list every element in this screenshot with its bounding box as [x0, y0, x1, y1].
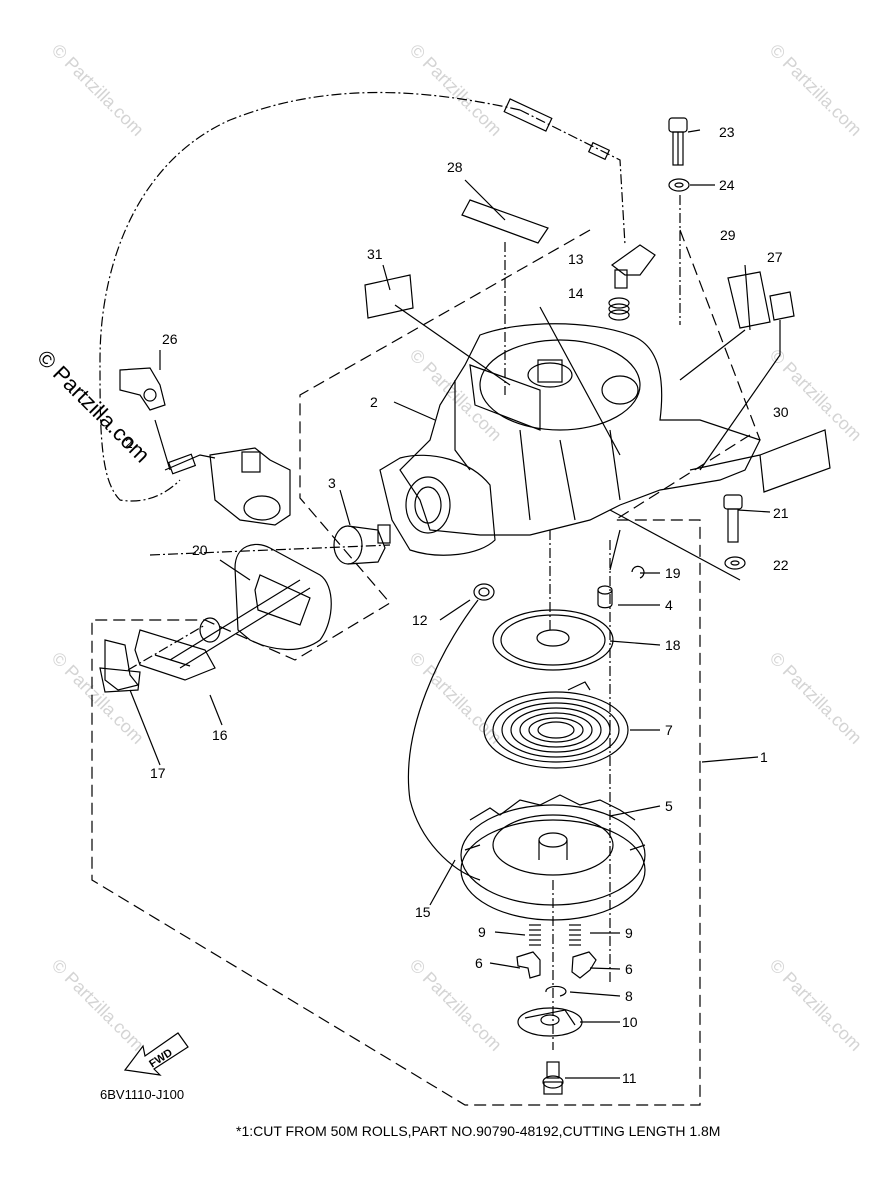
callout-4: 4 — [665, 597, 673, 613]
callout-2-lower: 2 — [125, 435, 133, 451]
choke-cable — [99, 91, 521, 502]
rope-15 — [407, 599, 481, 881]
bolt-11 — [542, 1061, 564, 1095]
callout-9-right: 9 — [625, 925, 633, 941]
clip-19 — [631, 565, 645, 579]
starter-case — [399, 323, 761, 536]
callout-10: 10 — [622, 1014, 638, 1030]
spring-14 — [608, 297, 630, 321]
fwd-arrow — [123, 1032, 189, 1076]
callout-8: 8 — [625, 988, 633, 1004]
callout-3: 3 — [328, 475, 336, 491]
washer-24 — [668, 178, 690, 192]
grommet-3 — [333, 524, 391, 565]
label-30 — [759, 429, 831, 493]
handle-16 — [134, 617, 221, 681]
callout-30: 30 — [773, 404, 789, 420]
callout-27: 27 — [767, 249, 783, 265]
spring-9-right — [569, 924, 581, 946]
drawing-code: 6BV1110-J100 — [100, 1087, 185, 1102]
cam-13 — [610, 244, 656, 289]
switch-assembly — [164, 447, 291, 526]
callout-11: 11 — [622, 1070, 637, 1086]
label-28 — [461, 199, 549, 244]
handle-guide — [379, 454, 496, 556]
callout-6-left: 6 — [475, 955, 483, 971]
washer-22 — [724, 556, 746, 570]
pawl-6-right — [571, 951, 597, 979]
footnote: *1:CUT FROM 50M ROLLS,PART NO.90790-4819… — [236, 1123, 721, 1139]
callout-26: 26 — [162, 331, 178, 347]
grommet-12 — [473, 583, 495, 601]
callout-6-right: 6 — [625, 961, 633, 977]
callout-1: 1 — [760, 749, 768, 765]
callout-13: 13 — [568, 251, 584, 267]
label-31 — [364, 274, 414, 319]
fwd-label: FWD — [147, 1047, 175, 1071]
bolt-21 — [723, 494, 743, 543]
callout-2: 2 — [370, 394, 378, 410]
bolt-23 — [668, 117, 688, 166]
clip-17 — [99, 639, 141, 693]
label-29 — [727, 271, 771, 329]
spiral-spring-7 — [483, 681, 629, 769]
label-27 — [769, 291, 795, 321]
callout-15: 15 — [415, 904, 431, 920]
callout-21: 21 — [773, 505, 789, 521]
callout-24: 24 — [719, 177, 735, 193]
callout-19: 19 — [665, 565, 681, 581]
spring-9-left — [529, 924, 541, 946]
seal-20 — [234, 543, 332, 651]
callout-5: 5 — [665, 798, 673, 814]
callout-9-left: 9 — [478, 924, 486, 940]
callout-14: 14 — [568, 285, 584, 301]
callout-16: 16 — [212, 727, 228, 743]
plate-18 — [492, 609, 614, 671]
callout-28: 28 — [447, 159, 463, 175]
callout-7: 7 — [665, 722, 673, 738]
drive-plate-10 — [517, 1007, 583, 1037]
callout-18: 18 — [665, 637, 681, 653]
assembly-boundary — [91, 229, 751, 1106]
callout-31: 31 — [367, 246, 383, 262]
callout-17: 17 — [150, 765, 166, 781]
clip-8 — [545, 985, 567, 997]
callout-12: 12 — [412, 612, 428, 628]
callout-20: 20 — [192, 542, 208, 558]
pawl-6-left — [516, 951, 541, 979]
callout-22: 22 — [773, 557, 789, 573]
pulley-5 — [460, 794, 646, 921]
collar-4 — [597, 585, 613, 609]
callout-23: 23 — [719, 124, 735, 140]
holder-26 — [119, 367, 166, 411]
callout-29: 29 — [720, 227, 736, 243]
cable-end-fitting — [503, 98, 611, 161]
